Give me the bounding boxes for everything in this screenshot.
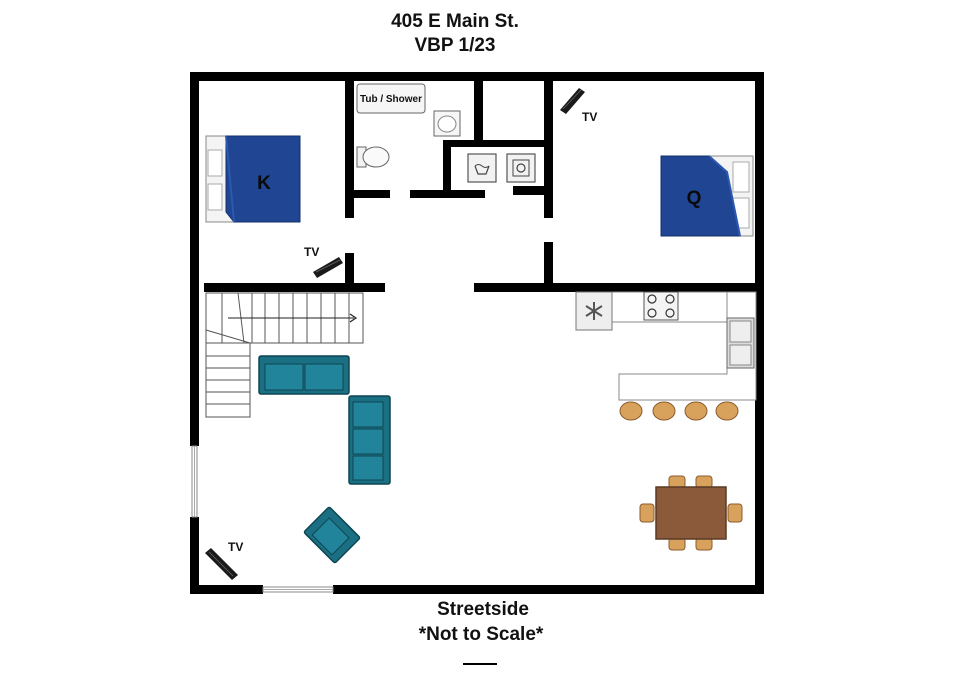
tv-label-queen: TV — [582, 110, 597, 124]
dryer-icon — [506, 153, 536, 183]
tub-shower — [356, 83, 426, 114]
scale-note: *Not to Scale* — [419, 624, 544, 645]
pillow-icon — [207, 149, 223, 177]
wall-left-lower — [190, 517, 199, 594]
tv-label-living: TV — [228, 540, 243, 554]
kitchen — [575, 291, 757, 421]
wall-left-upper — [190, 72, 199, 446]
stove-icon — [643, 291, 679, 321]
toilet-icon — [356, 146, 390, 168]
queen-bed-label: Q — [687, 188, 702, 209]
property-address: 405 E Main St. — [391, 11, 519, 32]
wall-laundry-top — [443, 140, 545, 147]
kitchen-sink-icon — [726, 317, 755, 369]
wall-queen-left-lower — [544, 242, 553, 292]
wall-bath-bottom-left — [345, 190, 390, 198]
laundry — [467, 153, 536, 183]
plan-code: VBP 1/23 — [415, 35, 496, 56]
stairs — [205, 292, 364, 418]
tv-icon — [205, 548, 238, 580]
queen-bed: Q — [660, 155, 754, 237]
pillow-icon — [732, 161, 750, 193]
wall-middle-left — [204, 283, 385, 292]
walls — [190, 72, 764, 594]
windows — [191, 445, 334, 593]
wall-bottom-left — [190, 585, 263, 594]
wall-king-stub — [345, 253, 354, 289]
sink-icon — [433, 110, 461, 137]
tv-icon — [560, 88, 585, 114]
bathroom: Tub / Shower — [356, 83, 461, 168]
tv-label-king: TV — [304, 245, 319, 259]
wall-right — [755, 72, 764, 594]
king-bed: K — [205, 135, 301, 223]
tv-icon — [313, 257, 343, 278]
wall-middle-right — [474, 283, 764, 292]
wall-laundry-left — [443, 140, 451, 195]
pillow-icon — [207, 183, 223, 211]
armchair — [303, 506, 361, 564]
wall-laundry-bottom — [513, 186, 553, 195]
refrigerator-icon — [575, 291, 613, 331]
dining-set — [639, 475, 743, 551]
streetside-label: Streetside — [437, 599, 529, 620]
wall-queen-left-upper — [544, 72, 553, 218]
dining-table — [655, 486, 727, 540]
sectional-sofa — [258, 355, 391, 485]
bedspread — [225, 135, 301, 223]
wall-bath-left — [345, 72, 354, 218]
scale-bar — [463, 663, 497, 665]
wall-bottom-right — [333, 585, 764, 594]
washer-icon — [467, 153, 497, 183]
tub-shower-label: Tub / Shower — [360, 94, 422, 105]
wall-closet — [474, 72, 483, 144]
bar-stools — [619, 401, 739, 421]
king-bed-label: K — [257, 173, 271, 194]
